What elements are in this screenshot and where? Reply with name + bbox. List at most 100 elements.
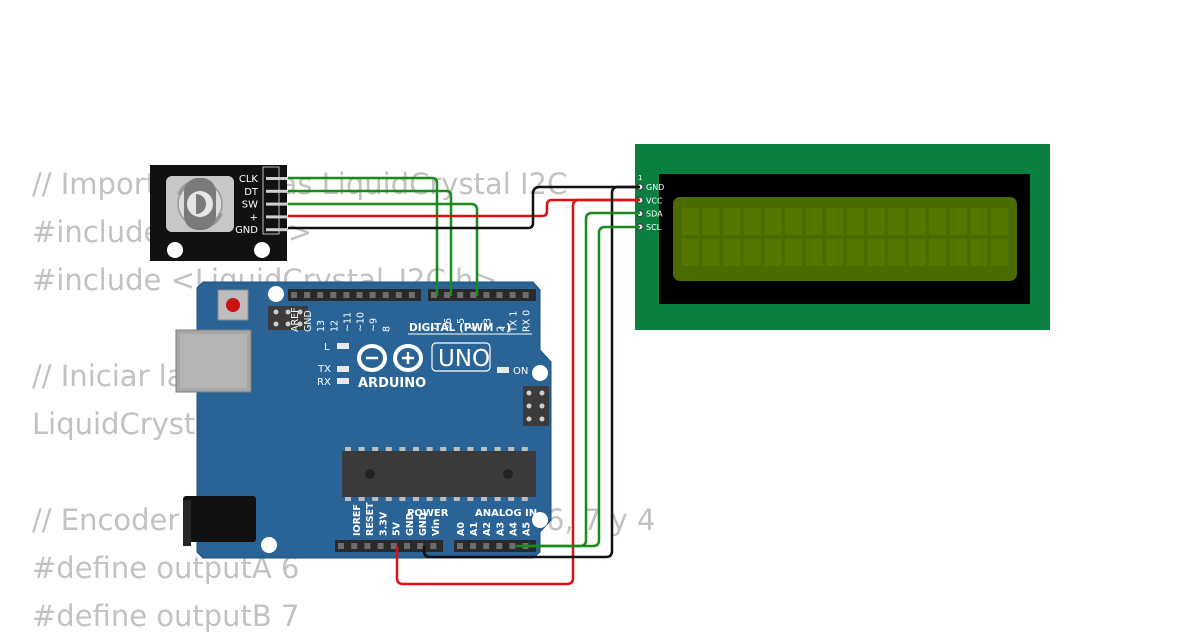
wire (288, 198, 640, 218)
wire (288, 176, 439, 296)
header-pin (483, 292, 490, 298)
analog-pin-label: A2 (482, 522, 493, 536)
encoder-pin-label: + (250, 212, 258, 223)
header-pin (291, 292, 297, 298)
lcd-cell (888, 208, 905, 235)
digital-header-right (428, 289, 536, 301)
encoder-pin-label: CLK (239, 174, 259, 185)
digital-header-left (288, 289, 421, 301)
usb-connector-inner (180, 334, 247, 388)
encoder-pin-header (262, 166, 280, 235)
mount-hole (167, 242, 183, 258)
wire (288, 202, 479, 296)
digital-pin-label: 2 (496, 326, 507, 332)
analog-pin-label: A5 (522, 522, 533, 536)
analog-pin-label: A4 (508, 522, 519, 536)
digital-pin-label: AREF (290, 307, 301, 332)
lcd-cell (826, 239, 844, 266)
digital-pin-label: ~5 (456, 318, 467, 332)
uno-model-text: UNO (438, 346, 490, 372)
power-pin-label: Vin (431, 519, 442, 536)
dc-jack-edge (183, 500, 191, 546)
lcd-cell (846, 208, 864, 235)
digital-pin-label: 13 (316, 320, 327, 332)
encoder-pin (266, 202, 288, 206)
encoder-pin (266, 228, 288, 232)
arduino-infinity-logo (357, 344, 423, 372)
header-pin (417, 543, 424, 549)
header-pin (304, 292, 311, 298)
mount-hole (261, 537, 277, 553)
icsp-header-top (268, 306, 308, 330)
analog-pin-label: A3 (495, 522, 506, 536)
digital-pin-label: 8 (382, 326, 393, 332)
power-pin-label: IOREF (352, 504, 363, 536)
digital-pin-label: ~3 (482, 318, 493, 332)
lcd-cell (991, 208, 1008, 235)
lcd-cell (908, 208, 926, 235)
header-pin (382, 292, 389, 298)
lcd-cell (929, 239, 947, 266)
power-pin-label: RESET (365, 502, 376, 536)
lcd-cell (991, 239, 1008, 266)
atmega-chip (342, 447, 536, 501)
header-pin (509, 292, 516, 298)
lcd-pin-label: GND (646, 183, 664, 192)
lcd-pin1-label: 1 (638, 174, 642, 182)
lcd-cell (826, 208, 844, 235)
uno-badge (431, 342, 491, 372)
lcd-cell (929, 208, 947, 235)
mount-hole (254, 242, 270, 258)
lcd-cell (949, 208, 967, 235)
led-tx-label: TX (317, 364, 331, 375)
led-tx (337, 366, 349, 372)
lcd-cell (682, 239, 699, 266)
header-pin (457, 543, 463, 549)
power-pin-label: GND (405, 512, 416, 536)
power-header (335, 540, 443, 552)
header-pin (330, 292, 337, 298)
lcd-cell (970, 239, 988, 266)
lcd-cell (867, 208, 885, 235)
lcd-character-grid (682, 208, 1008, 266)
encoder-pin (266, 189, 288, 193)
encoder-pin-label: GND (235, 225, 258, 236)
analog-section-label: ANALOG IN (475, 508, 537, 519)
mount-hole (532, 512, 548, 528)
header-pin (457, 292, 464, 298)
icsp-header-right (523, 386, 549, 426)
digital-pin-label: 7 (430, 326, 441, 332)
lcd-cell (702, 208, 720, 235)
lcd-cell (846, 239, 864, 266)
logo-symbols (366, 352, 414, 364)
knob-flat (196, 194, 206, 214)
wire (288, 185, 640, 230)
header-pin (395, 292, 402, 298)
header-pin (377, 543, 384, 549)
digital-pin-label: 4 (469, 326, 480, 332)
digital-pin-label: GND (303, 310, 314, 332)
reset-button-cap[interactable] (226, 298, 240, 312)
wire (422, 185, 640, 559)
power-pin-label: 5V (392, 521, 403, 536)
power-pin-label: 3.3V (378, 511, 389, 536)
wire (530, 225, 640, 548)
lcd-cell (805, 208, 823, 235)
digital-pin-label: ~10 (356, 312, 367, 332)
status-leds: L TX RX ON (317, 342, 528, 388)
dc-power-jack (183, 496, 256, 542)
led-rx (337, 378, 349, 384)
mount-hole (268, 286, 284, 302)
lcd-pin-label: VCC (646, 196, 663, 205)
header-pin (430, 543, 437, 549)
header-pin (408, 292, 415, 298)
digital-pin-label: ~11 (342, 312, 353, 332)
code-line: #define outputB 7 (32, 599, 300, 633)
header-pin (431, 292, 437, 298)
